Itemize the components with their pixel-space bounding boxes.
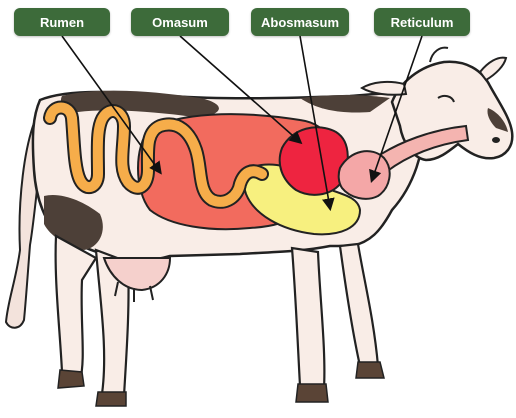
- head-spot: [487, 108, 508, 132]
- esophagus: [376, 124, 470, 174]
- front-leg: [290, 246, 326, 390]
- abomasum-pointer: [299, 35, 335, 212]
- cow-eye: [437, 94, 455, 103]
- omasum-label: Omasum: [131, 8, 229, 36]
- hoof: [355, 361, 385, 379]
- reticulum-pointer: [369, 35, 423, 184]
- reticulum-label: Reticulum: [374, 8, 470, 36]
- rumen-pointer: [61, 35, 162, 175]
- abomasum-label: Abosmasum: [251, 8, 349, 36]
- cow-horn: [429, 46, 449, 63]
- cow-nostril: [492, 137, 500, 143]
- front-leg-2: [338, 242, 380, 368]
- hoof: [295, 383, 329, 403]
- back-spot: [60, 90, 219, 118]
- hoof: [57, 369, 85, 389]
- hoof: [95, 391, 127, 407]
- cow-ear: [360, 80, 408, 96]
- cow-ear: [478, 56, 508, 82]
- neck-spot: [300, 95, 390, 113]
- hind-leg: [54, 234, 98, 382]
- abomasum-organ: [278, 126, 349, 196]
- rumen-label: Rumen: [14, 8, 110, 36]
- reticulum-organ: [337, 150, 391, 200]
- udder: [102, 257, 172, 292]
- omasum-pointer: [179, 35, 303, 145]
